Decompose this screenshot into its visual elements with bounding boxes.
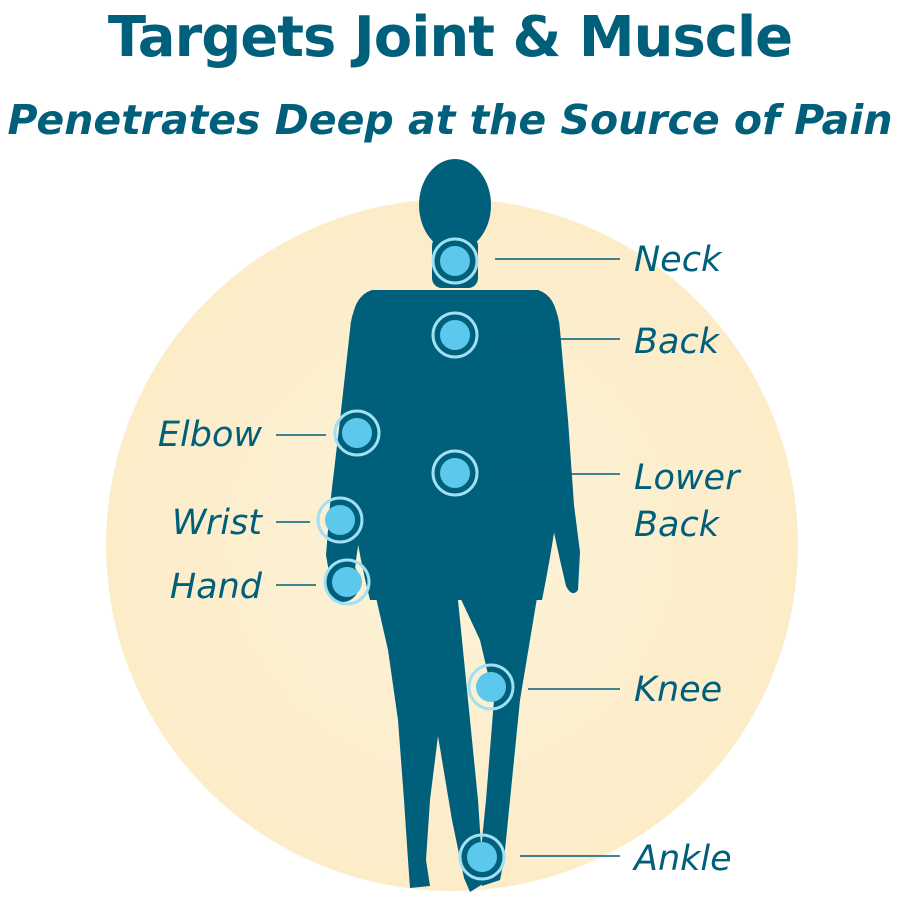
label-lower-back-line1: Lower xyxy=(634,458,742,498)
label-back: Back xyxy=(634,322,721,362)
label-hand: Hand xyxy=(170,567,263,607)
label-ankle: Ankle xyxy=(632,839,732,879)
hotspot-knee xyxy=(467,663,515,711)
hotspot-ankle xyxy=(458,833,506,881)
hotspot-neck xyxy=(431,237,479,285)
label-wrist: Wrist xyxy=(172,503,263,543)
subtitle: Penetrates Deep at the Source of Pain xyxy=(7,96,893,144)
hotspot-elbow xyxy=(333,409,381,457)
label-lower-back-line2: Back xyxy=(634,505,721,545)
label-neck: Neck xyxy=(634,240,723,280)
hotspot-hand xyxy=(323,558,371,606)
label-knee: Knee xyxy=(634,670,722,710)
hotspot-wrist xyxy=(316,496,364,544)
leader-lines xyxy=(276,258,620,857)
hotspot-back xyxy=(431,311,479,359)
title: Targets Joint & Muscle xyxy=(107,5,793,70)
hotspot-lower-back xyxy=(431,449,479,497)
label-elbow: Elbow xyxy=(158,415,262,455)
